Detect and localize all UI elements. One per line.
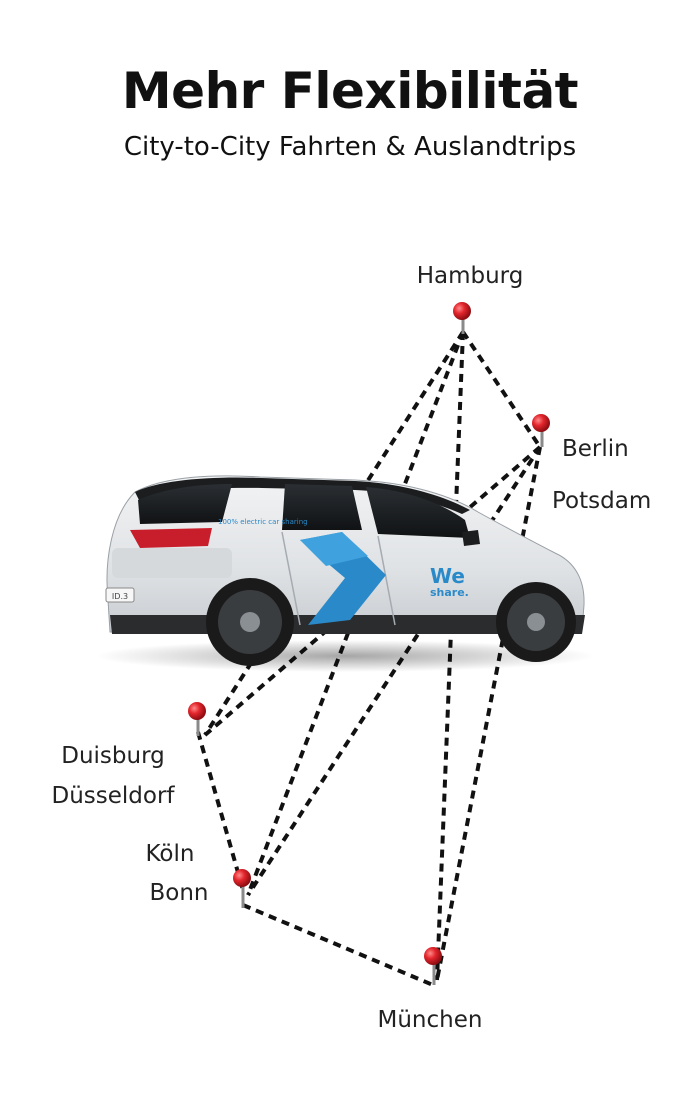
- route-hamburg-berlin: [461, 330, 542, 449]
- car-plate-text: ID.3: [112, 592, 128, 601]
- map-pin-icon-muenchen[interactable]: [424, 947, 442, 985]
- headline: Mehr Flexibilität: [121, 62, 579, 120]
- car-door-line: [281, 531, 301, 626]
- car-door-line: [377, 535, 396, 626]
- car-rear-panel: [112, 548, 232, 578]
- car-chevron-graphic-shade: [300, 532, 368, 566]
- route-duesseldorf-koeln: [196, 731, 245, 891]
- map-pins: [188, 302, 550, 985]
- city-label-potsdam: Potsdam: [552, 488, 651, 514]
- car-logo-share: share.: [430, 586, 469, 599]
- map-pin-icon-hamburg[interactable]: [453, 302, 471, 334]
- city-labels: Hamburg Berlin Potsdam Duisburg Düsseldo…: [51, 263, 651, 1033]
- car-stripe-text: 100% electric car sharing: [218, 518, 308, 526]
- map-pin-icon-berlin[interactable]: [532, 414, 550, 447]
- car-logo-we: We: [430, 564, 465, 588]
- car-plate: [105, 587, 135, 603]
- subline: City-to-City Fahrten & Auslandtrips: [123, 132, 577, 162]
- map-pin-icon-duesseldorf[interactable]: [188, 702, 206, 736]
- city-label-duesseldorf: Düsseldorf: [51, 783, 175, 809]
- car-side-window-front: [282, 484, 362, 530]
- city-label-berlin: Berlin: [562, 436, 629, 462]
- map-pin-icon-koeln[interactable]: [233, 869, 251, 908]
- city-label-hamburg: Hamburg: [417, 263, 524, 289]
- route-berlin-duesseldorf: [203, 445, 542, 737]
- car-tail-light: [130, 528, 212, 548]
- city-label-muenchen: München: [378, 1007, 483, 1033]
- car-illustration: ID.3 100% electric car sharing We share.: [95, 475, 595, 672]
- car-side-window-rear: [366, 487, 470, 538]
- city-label-duisburg: Duisburg: [61, 743, 165, 769]
- car-wheel-front: [496, 582, 576, 662]
- route-koeln-muenchen: [242, 903, 434, 987]
- car-rear-window: [138, 484, 232, 524]
- city-label-bonn: Bonn: [149, 880, 208, 906]
- city-label-koeln: Köln: [146, 841, 195, 867]
- car-wheel-rear: [206, 578, 294, 666]
- car-mirror: [462, 530, 480, 546]
